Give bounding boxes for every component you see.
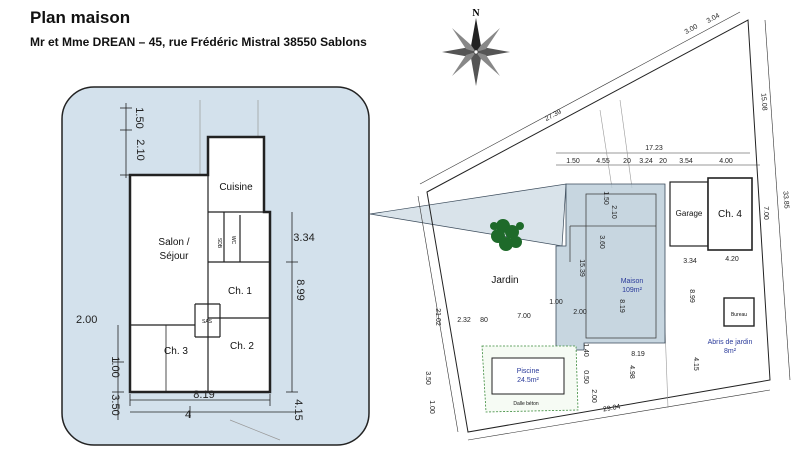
zoom-dim-200: 2.00 — [76, 314, 97, 326]
abri-label: Abris de jardin — [708, 339, 753, 346]
room-cuisine-label: Cuisine — [219, 182, 253, 193]
site-dim-819v: 8.19 — [618, 299, 625, 313]
site-dim-354: 3.54 — [679, 158, 693, 165]
site-dim-455: 4.55 — [596, 158, 610, 165]
tree-icon — [490, 219, 524, 251]
maison-area: 109m² — [622, 287, 643, 294]
room-ch2-label: Ch. 2 — [230, 341, 254, 352]
piscine-label: Piscine — [517, 368, 540, 375]
site-dim-3385: 33.85 — [781, 191, 789, 209]
site-dim-20b: 20 — [659, 158, 667, 165]
zoom-dim-4: 4 — [185, 409, 191, 421]
site-dim-210v: 2.10 — [610, 205, 617, 219]
house-highlight — [555, 183, 666, 351]
piscine-block — [491, 357, 565, 395]
abri-area: 8m² — [724, 348, 737, 355]
site-dim-2102: 21.02 — [434, 308, 441, 326]
site-dim-140: 1.40 — [582, 343, 589, 357]
site-dim-200: 2.00 — [573, 309, 587, 316]
site-dim-700v: 7.00 — [762, 206, 769, 220]
zoom-dim-100: 1.00 — [109, 356, 121, 377]
zoom-dim-415: 4.15 — [292, 399, 304, 420]
site-dim-420: 4.20 — [725, 256, 739, 263]
zoom-dim-334: 3.34 — [293, 232, 314, 244]
site-dim-819h: 8.19 — [631, 351, 645, 358]
room-sdb-label: SDB — [216, 238, 222, 249]
site-dim-400: 4.00 — [719, 158, 733, 165]
site-dim-300: 3.00 — [684, 23, 699, 36]
site-dim-1539: 15.39 — [578, 259, 585, 277]
ch4-label: Ch. 4 — [718, 209, 742, 220]
site-dim-324: 3.24 — [639, 158, 653, 165]
site-dim-498: 4.98 — [628, 365, 635, 379]
maison-label: Maison — [621, 278, 644, 285]
room-salon-label: Salon / — [158, 237, 189, 248]
site-dim-350: 3.50 — [424, 371, 431, 385]
room-ch1-label: Ch. 1 — [228, 286, 252, 297]
garage-block — [669, 181, 709, 247]
garage-label: Garage — [676, 209, 703, 218]
room-ch3-label: Ch. 3 — [164, 346, 188, 357]
zoom-house-plan — [128, 135, 272, 394]
zoom-dim-899: 8.99 — [294, 279, 306, 300]
page-title: Plan maison — [30, 8, 131, 27]
zoom-dim-819: 8.19 — [193, 389, 214, 401]
piscine-area: 24.5m² — [517, 377, 539, 384]
site-dim-100b: 1.00 — [428, 400, 435, 414]
site-dim-050: 0.50 — [582, 370, 589, 384]
zoom-dim-top2: 2.10 — [134, 139, 146, 160]
lot-boundary — [426, 19, 771, 433]
site-dim-80: 80 — [480, 317, 488, 324]
site-dim-20a: 20 — [623, 158, 631, 165]
dalle-label: Dalle béton — [513, 401, 539, 407]
room-sejour-label: Séjour — [160, 251, 190, 262]
zoom-dim-350: 3.50 — [109, 394, 121, 415]
bureau-label: Bureau — [731, 312, 747, 318]
site-dim-1723: 17.23 — [645, 145, 663, 152]
site-dim-304: 3.04 — [706, 12, 721, 25]
north-label: N — [472, 8, 480, 19]
jardin-label: Jardin — [491, 275, 518, 286]
compass-rose-icon — [442, 18, 510, 86]
site-dim-700h: 7.00 — [517, 313, 531, 320]
zoom-connector — [369, 183, 567, 247]
site-dim-899: 8.99 — [688, 289, 695, 303]
site-dim-360: 3.60 — [598, 235, 605, 249]
site-dim-100: 1.00 — [549, 299, 563, 306]
room-wc-label: WC — [230, 236, 236, 245]
bureau-block — [723, 297, 755, 327]
site-dim-1508: 15.08 — [759, 93, 767, 111]
ch4-block — [707, 177, 753, 251]
site-dim-2904: 29.04 — [602, 404, 621, 414]
site-dim-415: 4.15 — [692, 357, 699, 371]
site-dim-334: 3.34 — [683, 258, 697, 265]
site-dim-150v: 1.50 — [602, 191, 609, 205]
room-sas-label: SAS — [202, 319, 213, 325]
site-dim-200b: 2.00 — [590, 389, 597, 403]
page-subtitle: Mr et Mme DREAN – 45, rue Frédéric Mistr… — [30, 35, 367, 49]
site-dim-150: 1.50 — [566, 158, 580, 165]
zoom-dim-top1: 1.50 — [133, 107, 145, 128]
site-dim-232: 2.32 — [457, 317, 471, 324]
